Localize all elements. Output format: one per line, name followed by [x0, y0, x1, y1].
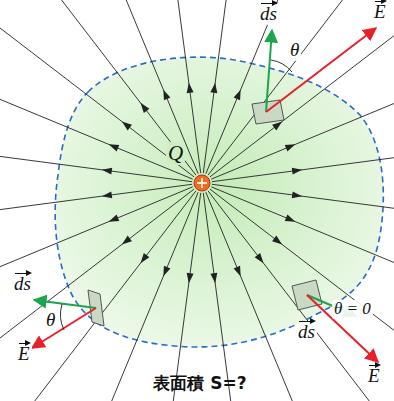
field-line: [0, 61, 193, 180]
field-line: [203, 193, 243, 401]
field-arrowhead: [272, 122, 282, 131]
field-line: [206, 192, 325, 401]
field-line: [160, 193, 200, 401]
point-charge: [194, 175, 210, 191]
field-arrowhead: [109, 144, 120, 151]
field-line: [7, 0, 196, 175]
field-arrowhead: [141, 103, 150, 113]
vector-e: E: [16, 344, 32, 365]
field-arrowhead: [234, 266, 241, 277]
field-arrowhead: [122, 122, 132, 131]
field-arrowhead: [102, 168, 112, 175]
field-line: [80, 192, 199, 401]
field-arrowhead: [292, 191, 302, 198]
vector-e: E: [366, 366, 382, 387]
field-line: [206, 0, 325, 174]
field-line: [208, 0, 394, 175]
field-arrowhead: [187, 83, 194, 93]
closed-surface: [55, 57, 383, 347]
field-line: [80, 0, 199, 174]
angle-label: θ = 0: [332, 300, 373, 319]
field-arrowhead: [122, 236, 132, 245]
field-arrowhead: [272, 236, 282, 245]
field-arrowhead: [210, 83, 217, 93]
title: 表面積 S=?: [153, 372, 246, 395]
field-line: [0, 189, 194, 378]
field-line: [0, 0, 194, 177]
angle-label: θ: [44, 310, 57, 331]
field-arrowhead: [163, 266, 170, 277]
field-arrowhead: [285, 144, 296, 151]
field-arrowhead: [292, 168, 302, 175]
vector-ds: ds: [296, 322, 317, 343]
field-arrowhead: [187, 273, 194, 283]
field-line: [0, 184, 192, 224]
surface-patch: [88, 100, 322, 326]
field-arrowhead: [255, 253, 264, 263]
angle-label: θ: [288, 40, 301, 61]
field-arrowhead: [163, 90, 170, 101]
field-arrowhead: [102, 191, 112, 198]
field-line: [0, 187, 193, 306]
field-line: [0, 141, 192, 181]
vector-e: E: [372, 2, 388, 23]
charge-label: Q: [166, 142, 185, 165]
field-line: [160, 0, 200, 173]
field-line: [212, 141, 394, 181]
field-line: [212, 184, 394, 224]
vector-ds: ds: [258, 4, 279, 25]
field-line: [7, 191, 196, 401]
field-arrowhead: [234, 90, 241, 101]
field-arrowhead: [141, 253, 150, 263]
field-line: [210, 0, 394, 177]
vector-ds: ds: [12, 274, 33, 295]
field-arrowhead: [285, 215, 296, 222]
vector-arrows: [32, 28, 378, 362]
field-line: [210, 189, 394, 378]
field-line: [208, 191, 394, 401]
field-arrowhead: [210, 273, 217, 283]
field-arrowhead: [109, 215, 120, 222]
field-line: [203, 0, 243, 173]
